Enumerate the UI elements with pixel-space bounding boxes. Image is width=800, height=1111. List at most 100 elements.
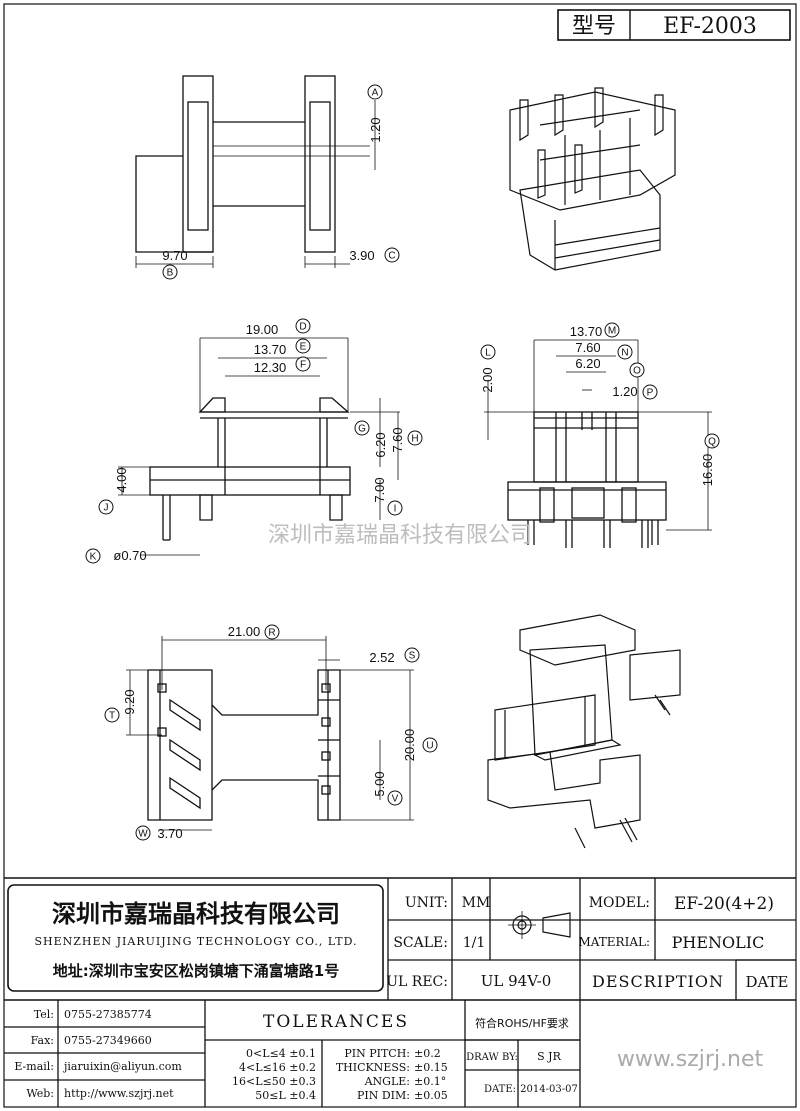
description-label: DESCRIPTION: [592, 972, 724, 991]
callout-b: B: [162, 264, 178, 280]
callout-v: V: [387, 790, 403, 806]
callout-circle: [354, 420, 370, 436]
callout-letter: W: [138, 829, 148, 840]
callout-letter: J: [104, 503, 109, 514]
dimension-labels: 1.20 9.70 3.90 19.00 13.70 12.30 6.20 7.…: [113, 117, 715, 841]
callout-circle: [642, 384, 658, 400]
material-value: PHENOLIC: [672, 933, 765, 952]
callout-letter: U: [426, 741, 433, 752]
tolerance-spec-value-0: ±0.2: [414, 1047, 441, 1060]
callout-letter: O: [633, 366, 641, 377]
contact-value-3: http://www.szjrj.net: [64, 1087, 174, 1100]
callout-letter: D: [299, 322, 306, 333]
model-box: 型号 EF-2003: [557, 9, 791, 41]
model-box-value: EF-2003: [663, 14, 757, 39]
model-label: MODEL:: [589, 895, 650, 911]
dim-i: 7.00: [372, 477, 387, 502]
contact-label-3: Web:: [26, 1087, 54, 1100]
tolerance-range-2: 16<L≤50 ±0.3: [232, 1075, 316, 1088]
tolerance-ranges: 0<L≤4 ±0.1 4<L≤16 ±0.2 16<L≤50 ±0.3 50≤L…: [232, 1047, 316, 1102]
callout-t: T: [104, 707, 120, 723]
tolerance-spec-label-3: PIN DIM:: [357, 1089, 410, 1102]
callout-circle: [162, 264, 178, 280]
callout-h: H: [407, 430, 423, 446]
callout-circle: [629, 362, 645, 378]
callout-letter: S: [409, 651, 416, 662]
dim-j: 4.00: [114, 467, 129, 492]
dim-r: 21.00: [228, 624, 261, 639]
dim-c: 3.90: [349, 248, 374, 263]
material-label: MATERIAL:: [578, 935, 650, 949]
callout-letter: M: [608, 326, 616, 337]
tolerance-spec-label-0: PIN PITCH:: [344, 1047, 410, 1060]
callout-letter: H: [411, 434, 418, 445]
callout-letter: E: [300, 342, 307, 353]
dim-m: 13.70: [570, 324, 603, 339]
unit-value: MM: [462, 895, 491, 911]
callout-w: W: [135, 825, 151, 841]
scale-label: SCALE:: [393, 935, 448, 951]
callout-letter: R: [268, 628, 275, 639]
dim-f: 12.30: [254, 360, 287, 375]
date-label: DATE: [746, 973, 789, 991]
callout-circle: [422, 737, 438, 753]
callout-circle: [407, 430, 423, 446]
tolerance-spec-label-2: ANGLE:: [364, 1075, 410, 1088]
dim-u: 20.00: [402, 729, 417, 762]
contact-label-0: Tel:: [34, 1008, 54, 1021]
callout-letter: L: [485, 348, 491, 359]
dim-s: 2.52: [369, 650, 394, 665]
callout-m: M: [604, 322, 620, 338]
drawby-value: S JR: [537, 1050, 561, 1063]
contact-value-0: 0755-27385774: [64, 1008, 152, 1021]
callout-circle: [404, 647, 420, 663]
callout-f: F: [295, 356, 311, 372]
callout-j: J: [98, 499, 114, 515]
callout-circle: [295, 318, 311, 334]
outer-frame: [3, 3, 797, 1108]
callout-letter: V: [392, 794, 399, 805]
ulrec-label: UL REC:: [386, 974, 448, 990]
callout-circle: [295, 338, 311, 354]
company-address: 地址:深圳市宝安区松岗镇塘下涌富塘路1号: [53, 962, 339, 980]
end-view: [484, 339, 712, 548]
title-block-grid: [4, 877, 796, 1107]
tolerance-spec-value-2: ±0.1°: [414, 1075, 446, 1088]
dim-a: 1.20: [368, 117, 383, 142]
dim-g: 6.20: [373, 432, 388, 457]
callout-n: N: [617, 344, 633, 360]
callout-letter: P: [647, 388, 654, 399]
callout-e: E: [295, 338, 311, 354]
isometric-view-top: [509, 87, 676, 271]
dim-h: 7.60: [390, 427, 405, 452]
company-name-cn: 深圳市嘉瑞晶科技有限公司: [52, 900, 340, 928]
callout-l: L: [480, 344, 496, 360]
callout-letter: T: [109, 711, 115, 722]
tolerance-specs: PIN PITCH: ±0.2 THICKNESS: ±0.15 ANGLE: …: [336, 1047, 448, 1102]
callout-circle: [264, 624, 280, 640]
drawby-label: DRAW BY:: [466, 1052, 518, 1063]
callout-letter: I: [394, 504, 397, 515]
title-block-text: UNIT: MM SCALE: 1/1 UL REC: UL 94V-0 MOD…: [263, 894, 789, 1095]
rohs-text: 符合ROHS/HF要求: [475, 1016, 569, 1030]
contact-label-1: Fax:: [31, 1034, 54, 1047]
callout-letter: Q: [708, 437, 716, 448]
callout-letter: K: [90, 552, 97, 563]
callout-circle: [604, 322, 620, 338]
callout-circle: [98, 499, 114, 515]
dim-o: 6.20: [575, 356, 600, 371]
callout-letter: G: [358, 424, 366, 435]
callout-circle: [704, 433, 720, 449]
callout-letter: F: [300, 360, 306, 371]
model-value: EF-20(4+2): [674, 894, 774, 914]
dim-l: 2.00: [480, 367, 495, 392]
callout-letter: A: [372, 88, 379, 99]
callout-q: Q: [704, 433, 720, 449]
company-block: 深圳市嘉瑞晶科技有限公司 SHENZHEN JIARUIJING TECHNOL…: [34, 900, 356, 980]
callout-k: K: [85, 548, 101, 564]
tolerance-range-1: 4<L≤16 ±0.2: [239, 1061, 316, 1074]
unit-label: UNIT:: [405, 895, 448, 911]
callout-circle: [367, 84, 383, 100]
front-view: [118, 337, 400, 556]
date2-value: 2014-03-07: [520, 1084, 578, 1095]
